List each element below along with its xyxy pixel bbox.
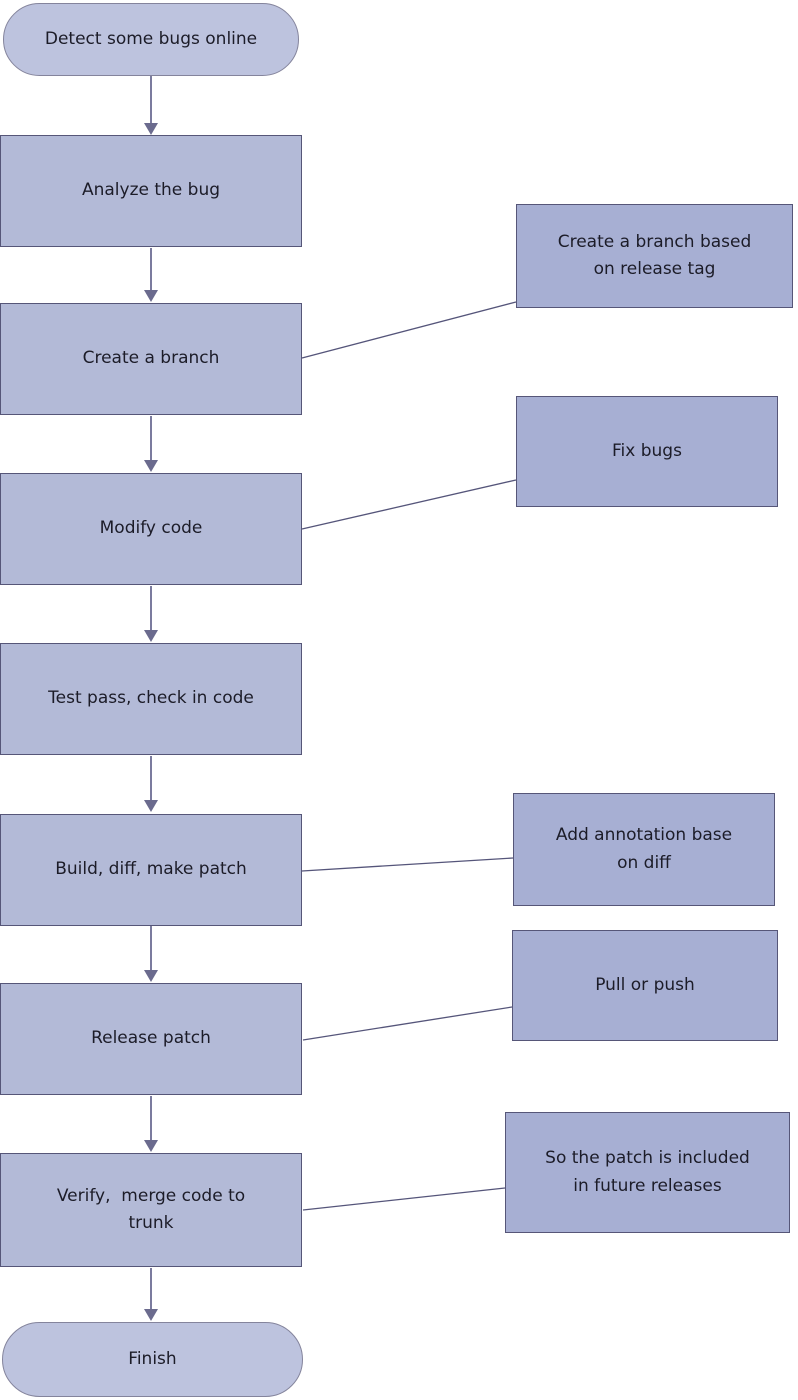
arrow-analyze-to-branch xyxy=(144,248,158,302)
arrow-start-to-analyze xyxy=(144,76,158,135)
step-analyze-bug: Analyze the bug xyxy=(0,135,302,247)
step-release-patch: Release patch xyxy=(0,983,302,1095)
end-node: Finish xyxy=(2,1322,303,1397)
end-node-label: Finish xyxy=(128,1348,177,1369)
connector-future-annotation xyxy=(302,1187,506,1211)
start-node-label: Detect some bugs online xyxy=(44,28,258,49)
step-create-branch: Create a branch xyxy=(0,303,302,415)
step-build-diff-make-patch: Build, diff, make patch xyxy=(0,814,302,926)
step-modify-code: Modify code xyxy=(0,473,302,585)
annotation-label: Pull or push xyxy=(595,974,695,995)
step-label: Release patch xyxy=(91,1028,211,1049)
step-label: Verify, merge code to trunk xyxy=(56,1185,246,1233)
connector-pullpush-annotation xyxy=(302,1006,513,1041)
arrow-build-to-release xyxy=(144,926,158,982)
arrow-modify-to-test xyxy=(144,586,158,642)
step-label: Create a branch xyxy=(82,348,220,369)
arrow-verify-to-finish xyxy=(144,1268,158,1321)
annotation-label: Fix bugs xyxy=(612,440,682,461)
step-label: Analyze the bug xyxy=(81,180,221,201)
annotation-label: Add annotation base on diff xyxy=(555,825,733,873)
arrow-branch-to-modify xyxy=(144,416,158,472)
annotation-create-branch: Create a branch based on release tag xyxy=(516,204,793,308)
annotation-fix-bugs: Fix bugs xyxy=(516,396,778,507)
connector-fixbugs-annotation xyxy=(301,479,517,530)
step-label: Modify code xyxy=(99,518,203,539)
step-verify-merge-trunk: Verify, merge code to trunk xyxy=(0,1153,302,1267)
step-label: Build, diff, make patch xyxy=(55,859,247,880)
start-node: Detect some bugs online xyxy=(3,3,299,76)
annotation-future-releases: So the patch is included in future relea… xyxy=(505,1112,790,1233)
step-label: Test pass, check in code xyxy=(48,688,254,709)
arrow-release-to-verify xyxy=(144,1096,158,1152)
annotation-add-annotation-diff: Add annotation base on diff xyxy=(513,793,775,906)
annotation-connectors xyxy=(301,301,517,1211)
connector-branch-annotation xyxy=(301,301,517,359)
annotation-pull-or-push: Pull or push xyxy=(512,930,778,1041)
arrow-test-to-build xyxy=(144,756,158,812)
annotation-label: Create a branch based on release tag xyxy=(557,231,752,279)
step-test-pass-check-in: Test pass, check in code xyxy=(0,643,302,755)
connector-diff-annotation xyxy=(301,857,514,872)
annotation-label: So the patch is included in future relea… xyxy=(545,1148,750,1196)
